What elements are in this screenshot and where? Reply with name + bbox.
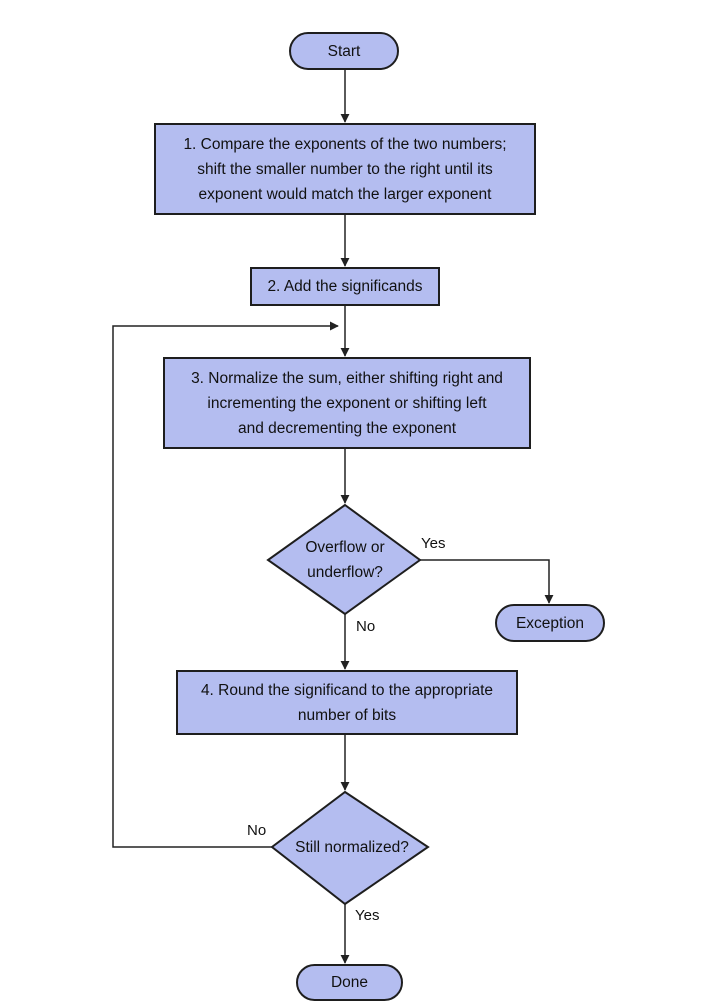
arrow-normalized-no-loop bbox=[112, 321, 339, 848]
arrow-overflow-yes bbox=[420, 559, 554, 604]
decision1-label: Overflow or underflow? bbox=[305, 539, 385, 581]
step3-process bbox=[163, 357, 531, 449]
exception-terminal bbox=[495, 604, 605, 642]
overflow-yes-label: Yes bbox=[421, 535, 446, 552]
start-terminal bbox=[289, 32, 399, 70]
done-label: Done bbox=[330, 974, 369, 991]
step1-process bbox=[154, 123, 536, 215]
decision1-diamond bbox=[266, 503, 422, 616]
decision2-diamond bbox=[270, 790, 430, 906]
normalized-yes-label: Yes bbox=[355, 907, 380, 924]
step3-label: 3. Normalize the sum, either shifting ri… bbox=[191, 369, 503, 437]
done-terminal bbox=[296, 964, 403, 1001]
step1-label: 1. Compare the exponents of the two numb… bbox=[183, 135, 507, 203]
step4-label: 4. Round the significand to the appropri… bbox=[200, 681, 494, 724]
step2-label: 2. Add the significands bbox=[267, 278, 423, 295]
start-label: Start bbox=[327, 42, 361, 60]
exception-label: Exception bbox=[515, 614, 585, 632]
step2-process bbox=[250, 267, 440, 306]
decision2-label: Still normalized? bbox=[295, 838, 409, 856]
normalized-no-label: No bbox=[247, 822, 267, 839]
step4-process bbox=[176, 670, 518, 735]
overflow-no-label: No bbox=[356, 618, 376, 635]
